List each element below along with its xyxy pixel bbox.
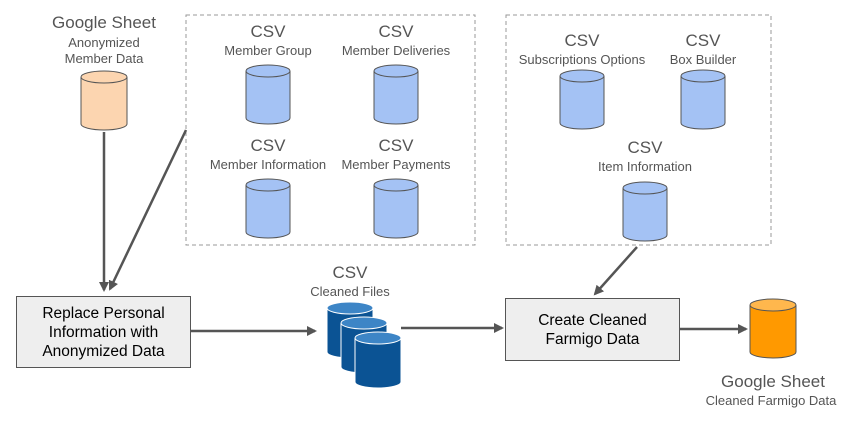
member-payments-name: Member Payments: [341, 157, 451, 172]
item-information-database-icon: [622, 181, 668, 242]
source-sheet-database-icon: [80, 70, 128, 131]
create-box-line2: Farmigo Data: [545, 330, 640, 348]
box-builder-name: Box Builder: [669, 52, 737, 67]
member-information-database-icon: [245, 178, 291, 239]
output-sheet-title: Google Sheet: [721, 372, 825, 391]
output-sheet-database-icon: [749, 298, 797, 359]
member-deliveries-name: Member Deliveries: [341, 43, 451, 58]
member-deliveries-database-icon: [373, 64, 419, 125]
source-sheet-label-line1: Anonymized: [68, 35, 140, 50]
replace-personal-info-process: Replace Personal Information with Anonym…: [16, 296, 191, 368]
item-information-name: Item Information: [598, 159, 692, 174]
item-information-type: CSV: [627, 138, 663, 157]
member-payments-database-icon: [373, 178, 419, 239]
replace-box-line3: Anonymized Data: [42, 342, 165, 360]
cleaned-files-type: CSV: [332, 263, 368, 282]
create-box-line1: Create Cleaned: [538, 311, 647, 329]
cleaned-files-database-stack-icon: [326, 301, 402, 389]
box-builder-database-icon: [680, 69, 726, 130]
subscriptions-options-name: Subscriptions Options: [518, 52, 646, 67]
cleaned-files-name: Cleaned Files: [310, 284, 390, 299]
source-sheet-label-line2: Member Data: [64, 51, 144, 66]
member-group-type: CSV: [250, 22, 286, 41]
subscriptions-options-type: CSV: [564, 31, 600, 50]
arrow-group-to-replace: [108, 129, 188, 291]
arrow-item-to-create: [593, 246, 638, 296]
replace-box-line1: Replace Personal: [42, 304, 165, 322]
member-information-type: CSV: [250, 136, 286, 155]
member-group-database-icon: [245, 64, 291, 125]
output-sheet-name: Cleaned Farmigo Data: [705, 393, 837, 408]
subscriptions-options-database-icon: [559, 69, 605, 130]
member-payments-type: CSV: [378, 136, 414, 155]
create-cleaned-farmigo-process: Create Cleaned Farmigo Data: [505, 298, 680, 361]
csv-group-products: [505, 14, 772, 246]
replace-box-line2: Information with: [48, 323, 159, 341]
member-information-name: Member Information: [209, 157, 327, 172]
member-deliveries-type: CSV: [378, 22, 414, 41]
source-sheet-title: Google Sheet: [52, 13, 156, 32]
member-group-name: Member Group: [224, 43, 312, 58]
box-builder-type: CSV: [685, 31, 721, 50]
